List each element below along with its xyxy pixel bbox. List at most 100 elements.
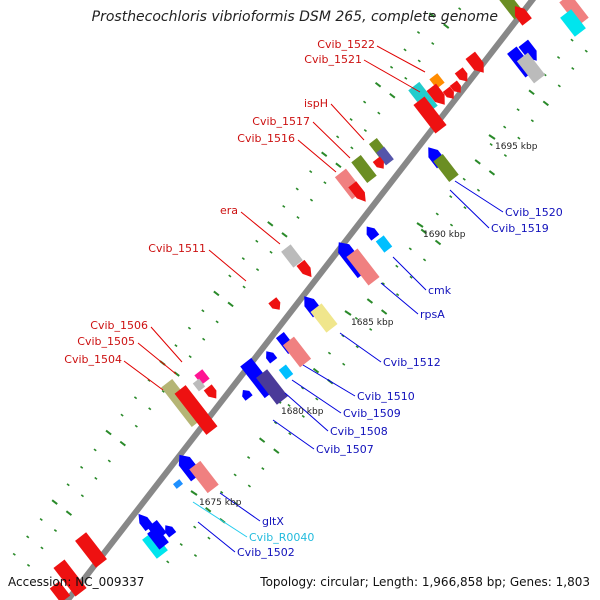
gene-label-cvib-1504[interactable]: Cvib_1504 [64,353,122,366]
gene-feature[interactable] [189,460,219,494]
gene-feature[interactable] [560,9,586,37]
gene-box [192,378,206,392]
gene-feature[interactable] [162,523,177,538]
gene-label-cvib-1519[interactable]: Cvib_1519 [491,222,549,235]
genes-label: Genes: [509,575,552,589]
gene-label-gltx[interactable]: gltX [262,515,284,528]
gene-box [282,336,312,368]
tick-mark [255,239,259,243]
gene-label-rpsa[interactable]: rpsA [420,308,445,321]
gene-feature[interactable] [454,67,471,84]
tick-marks [12,7,588,567]
gene-feature[interactable] [173,479,183,489]
tick-mark [202,337,206,341]
gene-feature[interactable] [75,532,107,568]
tick-mark [255,268,260,272]
tick-mark [228,274,232,278]
gene-feature[interactable] [49,581,71,600]
label-leader-line [449,189,490,229]
gene-label-cmk[interactable]: cmk [428,284,452,297]
tick-mark [312,367,320,374]
gene-feature[interactable] [429,73,445,89]
gene-label-cvib-1511[interactable]: Cvib_1511 [148,242,206,255]
gene-feature[interactable] [559,0,589,27]
tick-mark [288,432,292,436]
gene-feature[interactable] [268,297,283,313]
tick-mark [273,421,278,425]
tick-mark [435,212,439,216]
tick-mark [462,177,466,181]
gene-feature[interactable] [449,80,464,96]
gene-label-cvib-1522[interactable]: Cvib_1522 [317,38,375,51]
gene-box [256,369,288,405]
gene-feature[interactable] [147,526,169,550]
label-leader-line [297,139,337,173]
tick-mark [166,560,170,564]
gene-label-cvib-1506[interactable]: Cvib_1506 [90,319,148,332]
gene-feature[interactable] [363,223,380,241]
gene-feature[interactable] [194,369,210,385]
gene-feature[interactable] [372,156,387,172]
gene-label-cvib-1510[interactable]: Cvib_1510 [357,390,415,403]
tick-mark [374,81,382,88]
tick-mark [261,467,265,471]
gene-feature[interactable] [351,155,377,183]
gene-feature[interactable] [174,385,218,435]
gene-label-cvib-1508[interactable]: Cvib_1508 [330,425,388,438]
gene-feature[interactable] [192,378,206,392]
gene-box [173,479,183,489]
gene-box [560,9,586,37]
gene-feature[interactable] [296,259,316,280]
gene-feature[interactable] [239,387,253,401]
gene-feature[interactable] [516,52,546,84]
gene-feature[interactable] [375,235,393,253]
tick-mark [247,484,251,488]
gene-label-cvib-1507[interactable]: Cvib_1507 [316,443,374,456]
gene-feature[interactable] [281,244,303,268]
label-leader-line [330,103,365,141]
gene-feature[interactable] [278,364,294,380]
gene-arrow [454,67,468,82]
label-leader-line [339,332,382,363]
gene-label-cvib-1512[interactable]: Cvib_1512 [383,356,441,369]
gene-feature[interactable] [142,531,168,559]
gene-feature[interactable] [376,146,394,166]
scale-tick [344,310,352,316]
gene-label-cvib-1509[interactable]: Cvib_1509 [343,407,401,420]
gene-label-cvib-1517[interactable]: Cvib_1517 [252,115,310,128]
gene-feature[interactable] [346,248,380,286]
gene-feature[interactable] [433,154,459,182]
gene-box [174,385,218,435]
gene-feature[interactable] [510,2,532,26]
gene-feature[interactable] [413,96,447,134]
gene-feature[interactable] [348,181,369,205]
gene-feature[interactable] [518,39,542,65]
tick-mark [39,518,43,522]
gene-feature[interactable] [282,336,312,368]
gene-label-cvib-1502[interactable]: Cvib_1502 [237,546,295,559]
gene-feature[interactable] [465,51,489,77]
gene-feature[interactable] [53,559,87,597]
gene-box [75,532,107,568]
tick-mark [369,327,373,331]
gene-label-era[interactable]: era [220,204,238,217]
tick-mark [458,7,462,11]
gene-label-cvib-1521[interactable]: Cvib_1521 [304,53,362,66]
gene-label-cvib-1516[interactable]: Cvib_1516 [237,132,295,145]
gene-label-cvib-r0040[interactable]: Cvib_R0040 [249,531,314,544]
tick-mark [234,501,238,505]
label-leader-line [363,59,421,93]
gene-feature[interactable] [442,86,457,102]
gene-label-cvib-1520[interactable]: Cvib_1520 [505,206,563,219]
gene-arrow [296,259,312,278]
gene-label-cvib-1505[interactable]: Cvib_1505 [77,335,135,348]
gene-feature[interactable] [310,303,338,333]
gene-feature[interactable] [426,83,450,109]
gene-box [142,531,168,559]
gene-label-isph[interactable]: ispH [304,97,328,110]
gene-feature[interactable] [203,384,220,401]
tick-mark [295,187,299,191]
gene-feature[interactable] [263,349,278,364]
gene-feature[interactable] [256,369,288,405]
tick-mark [65,510,73,516]
